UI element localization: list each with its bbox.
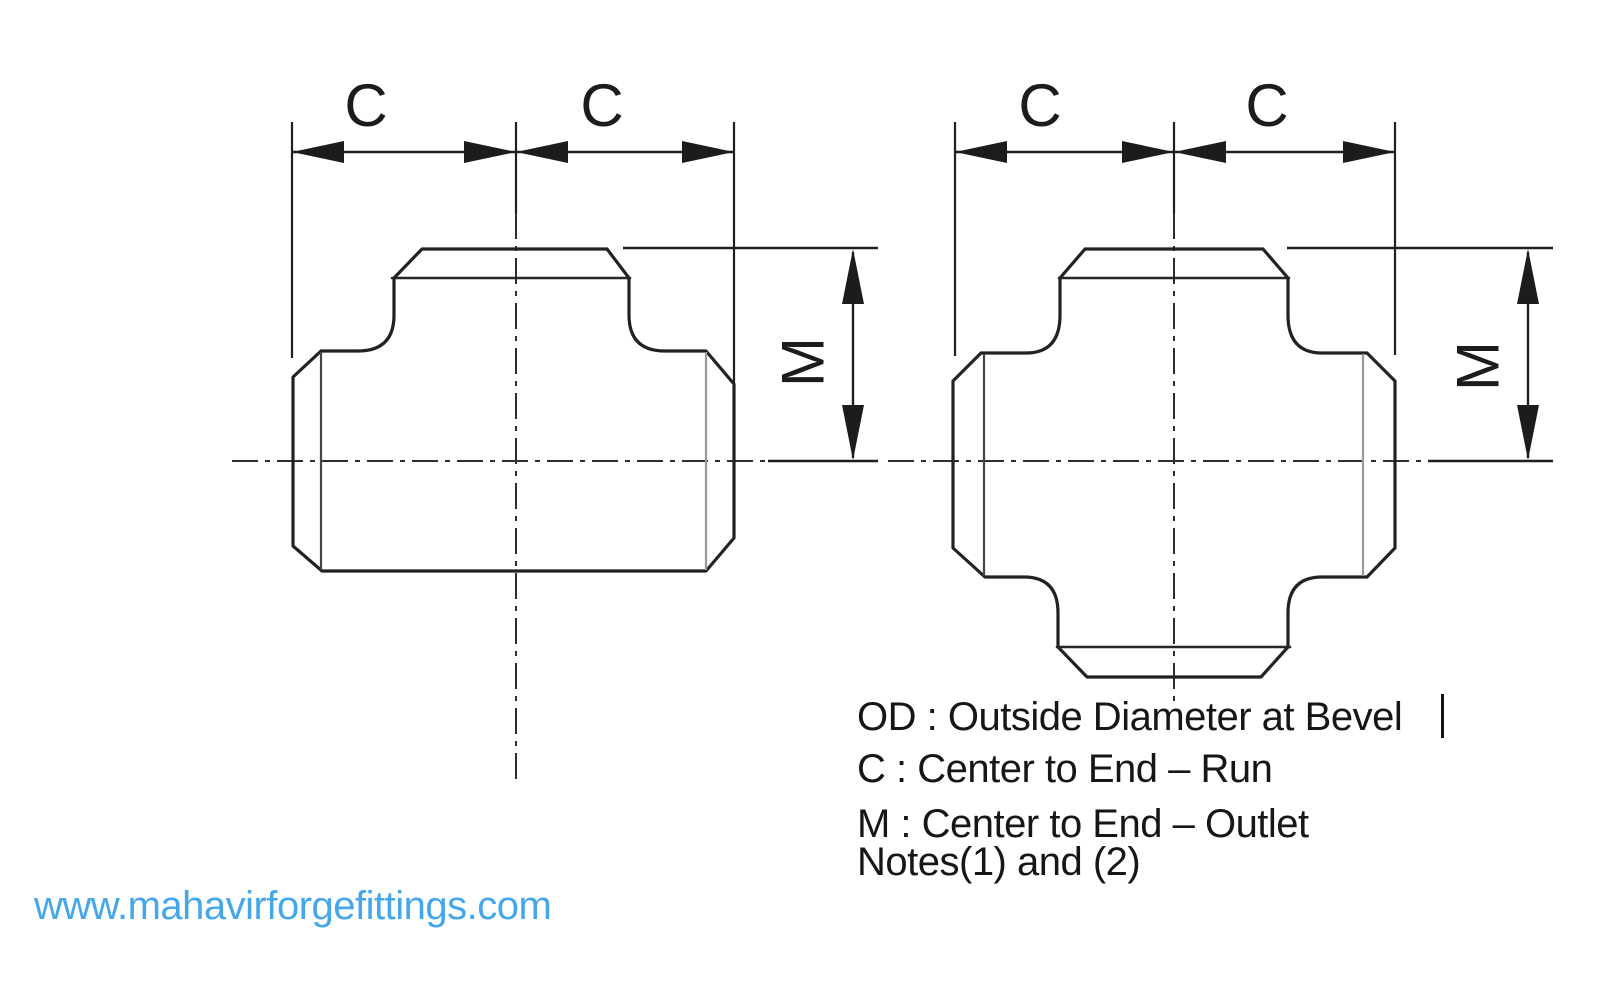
tee-m-arrowhead-down bbox=[842, 405, 864, 460]
cross-outline bbox=[951, 247, 1397, 679]
cross-arrowhead-center-left bbox=[1122, 141, 1174, 163]
text-cursor-artifact bbox=[1441, 694, 1444, 738]
cross-m-label: M bbox=[1445, 341, 1512, 391]
legend-od-line: OD : Outside Diameter at Bevel bbox=[857, 695, 1403, 739]
tee-outline bbox=[291, 247, 736, 573]
cross-arrowhead-left-outer bbox=[955, 141, 1007, 163]
cross-m-arrowhead-up bbox=[1517, 249, 1539, 304]
legend-notes-line: Notes(1) and (2) bbox=[857, 840, 1141, 884]
tee-arrowhead-right-outer bbox=[682, 141, 734, 163]
cross-c-right-label: C bbox=[1245, 72, 1288, 139]
cross-c-left-label: C bbox=[1018, 72, 1061, 139]
cross-arrowhead-right-outer bbox=[1343, 141, 1395, 163]
tee-m-arrowhead-up bbox=[842, 249, 864, 304]
tee-c-right-label: C bbox=[580, 72, 623, 139]
tee-arrowhead-center-left bbox=[464, 141, 516, 163]
tee-c-left-label: C bbox=[344, 72, 387, 139]
tee-arrowhead-center-right bbox=[516, 141, 568, 163]
legend-m-line: M : Center to End – Outlet bbox=[857, 802, 1309, 846]
watermark-website-link[interactable]: www.mahavirforgefittings.com bbox=[34, 884, 552, 928]
legend-c-line: C : Center to End – Run bbox=[857, 747, 1273, 791]
tee-figure: C C M bbox=[232, 72, 878, 785]
tee-arrowhead-left-outer bbox=[292, 141, 344, 163]
tee-m-label: M bbox=[770, 337, 837, 387]
cross-arrowhead-center-right bbox=[1174, 141, 1226, 163]
cross-figure: C C M bbox=[888, 72, 1553, 702]
cross-m-arrowhead-down bbox=[1517, 405, 1539, 460]
